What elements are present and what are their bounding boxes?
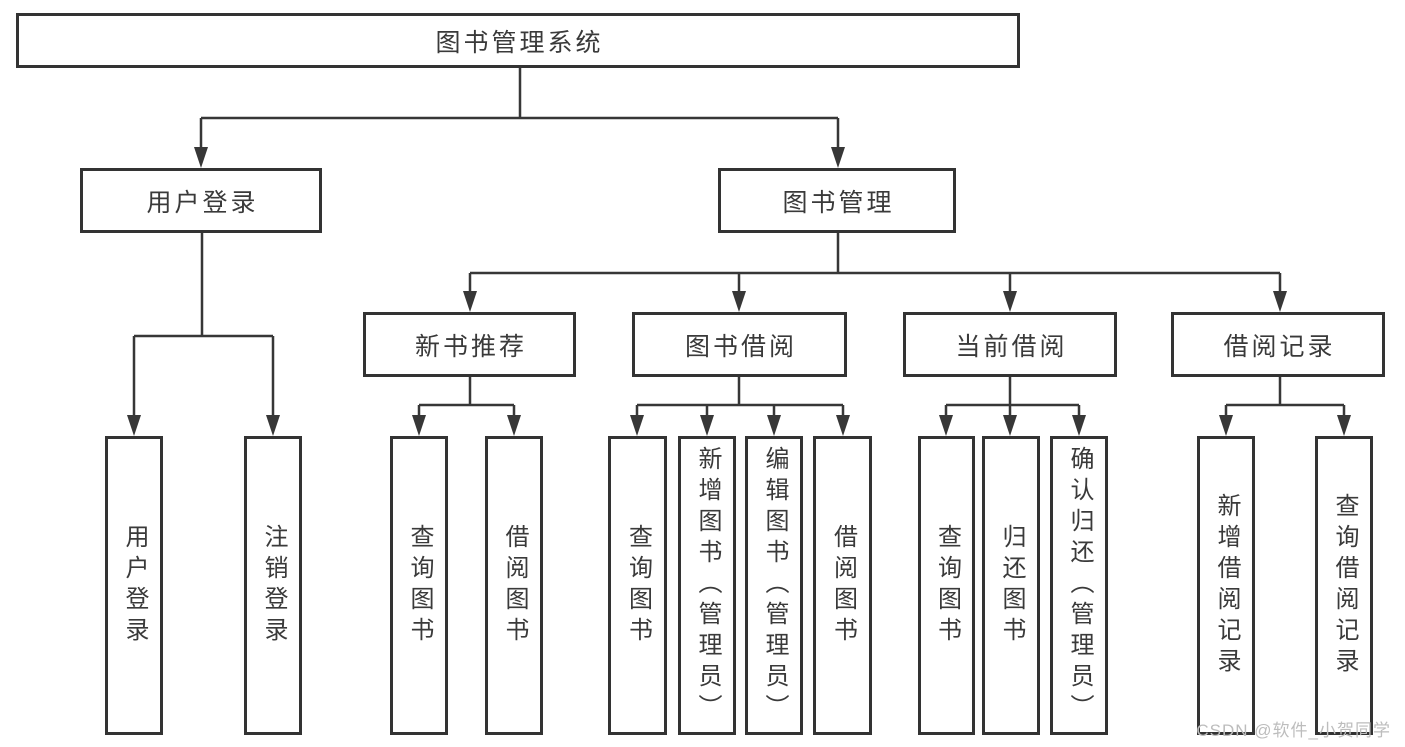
node-library-management-system: 图书管理系统 bbox=[16, 13, 1020, 68]
leaf-confirm-return-admin: 确认归还（管理员） bbox=[1050, 436, 1108, 735]
leaf-user-login: 用户登录 bbox=[105, 436, 163, 735]
leaf-borrow-books-recommend: 借阅图书 bbox=[485, 436, 543, 735]
leaf-borrow-books-borrowing: 借阅图书 bbox=[813, 436, 872, 735]
leaf-add-books-admin: 新增图书（管理员） bbox=[678, 436, 736, 735]
leaf-logout: 注销登录 bbox=[244, 436, 302, 735]
node-current-borrowing: 当前借阅 bbox=[903, 312, 1117, 377]
node-new-book-recommendation: 新书推荐 bbox=[363, 312, 576, 377]
leaf-query-borrow-record: 查询借阅记录 bbox=[1315, 436, 1373, 735]
csdn-watermark: CSDN @软件_小贺同学 bbox=[1196, 721, 1391, 740]
leaf-add-borrow-record: 新增借阅记录 bbox=[1197, 436, 1255, 735]
leaf-query-books-recommend: 查询图书 bbox=[390, 436, 448, 735]
leaf-query-books-current: 查询图书 bbox=[918, 436, 975, 735]
leaf-edit-books-admin: 编辑图书（管理员） bbox=[745, 436, 803, 735]
node-book-management: 图书管理 bbox=[718, 168, 956, 233]
leaf-query-books-borrowing: 查询图书 bbox=[608, 436, 667, 735]
leaf-return-books: 归还图书 bbox=[982, 436, 1040, 735]
node-user-login: 用户登录 bbox=[80, 168, 322, 233]
node-book-borrowing: 图书借阅 bbox=[632, 312, 847, 377]
node-borrowing-records: 借阅记录 bbox=[1171, 312, 1385, 377]
